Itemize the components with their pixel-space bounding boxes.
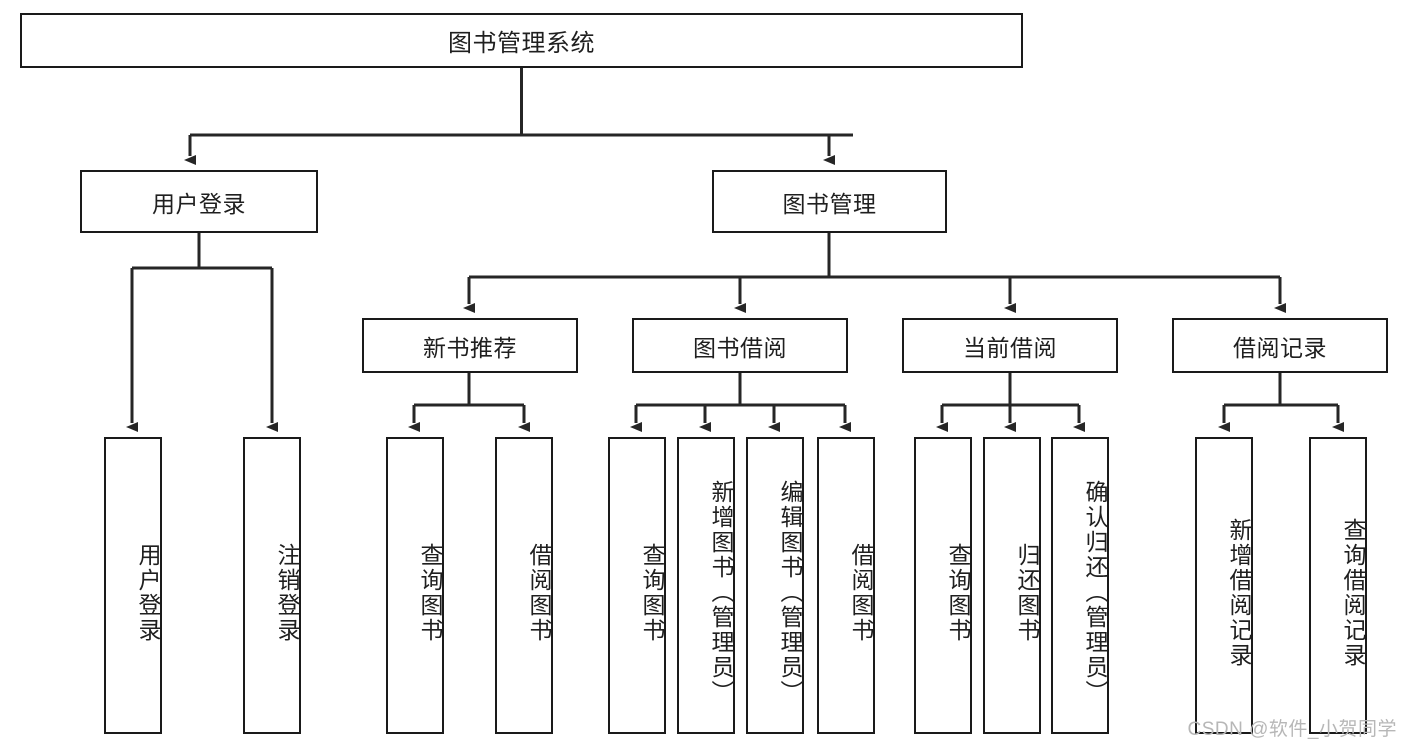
node-label: 查询借阅记录 xyxy=(1340,517,1366,668)
node-label: 借阅图书 xyxy=(526,542,552,643)
node-book-manage[interactable]: 图书管理 xyxy=(712,170,947,233)
node-leaf-query-book-current[interactable]: 查询图书 xyxy=(914,437,972,734)
node-leaf-borrow-book[interactable]: 借阅图书 xyxy=(817,437,875,734)
node-leaf-query-record[interactable]: 查询借阅记录 xyxy=(1309,437,1367,734)
node-label: 查询图书 xyxy=(945,542,971,643)
node-leaf-logout-login[interactable]: 注销登录 xyxy=(243,437,301,734)
node-label: 归还图书 xyxy=(1014,542,1040,643)
node-label: 编辑图书（管理员） xyxy=(777,480,803,705)
node-new-book-recommend[interactable]: 新书推荐 xyxy=(362,318,578,373)
node-label: 用户登录 xyxy=(152,190,246,217)
node-label: 新增借阅记录 xyxy=(1226,517,1252,668)
node-leaf-borrow-book-recommend[interactable]: 借阅图书 xyxy=(495,437,553,734)
node-label: 图书管理系统 xyxy=(448,30,595,57)
node-leaf-query-book-borrow[interactable]: 查询图书 xyxy=(608,437,666,734)
node-label: 查询图书 xyxy=(639,542,665,643)
node-label: 借阅图书 xyxy=(848,542,874,643)
node-leaf-query-book-recommend[interactable]: 查询图书 xyxy=(386,437,444,734)
node-label: 新书推荐 xyxy=(423,334,517,361)
node-leaf-add-record[interactable]: 新增借阅记录 xyxy=(1195,437,1253,734)
watermark-text: CSDN @软件_小贺同学 xyxy=(1187,719,1397,740)
node-leaf-edit-book[interactable]: 编辑图书（管理员） xyxy=(746,437,804,734)
node-label: 图书管理 xyxy=(782,190,877,217)
node-leaf-user-login[interactable]: 用户登录 xyxy=(104,437,162,734)
node-label: 图书借阅 xyxy=(693,334,787,361)
node-label: 确认归还（管理员） xyxy=(1082,480,1108,705)
node-label: 用户登录 xyxy=(135,542,161,643)
node-leaf-add-book[interactable]: 新增图书（管理员） xyxy=(677,437,735,734)
node-current-borrow[interactable]: 当前借阅 xyxy=(902,318,1118,373)
node-leaf-return-book[interactable]: 归还图书 xyxy=(983,437,1041,734)
node-label: 新增图书（管理员） xyxy=(708,480,734,705)
node-user-login[interactable]: 用户登录 xyxy=(80,170,318,233)
node-root-system[interactable]: 图书管理系统 xyxy=(20,13,1023,68)
node-label: 当前借阅 xyxy=(963,334,1057,361)
node-label: 借阅记录 xyxy=(1233,334,1327,361)
node-book-borrow[interactable]: 图书借阅 xyxy=(632,318,848,373)
node-borrow-record[interactable]: 借阅记录 xyxy=(1172,318,1388,373)
node-label: 注销登录 xyxy=(274,542,300,643)
node-leaf-confirm-return[interactable]: 确认归还（管理员） xyxy=(1051,437,1109,734)
node-label: 查询图书 xyxy=(417,542,443,643)
